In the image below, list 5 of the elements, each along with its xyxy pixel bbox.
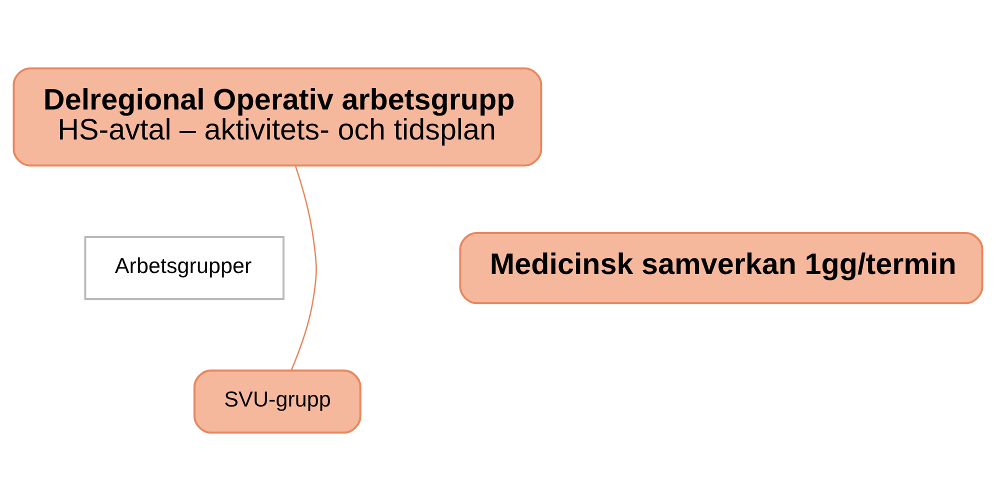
node-box: Delregional Operativ arbetsgrupp HS-avtal – aktivitets- och tidsplan [12, 66, 542, 166]
node-box: Medicinsk samverkan 1gg/termin [459, 231, 984, 304]
node-box: SVU-grupp [193, 369, 362, 434]
node-box: Arbetsgrupper [84, 236, 285, 300]
connector [290, 164, 317, 370]
